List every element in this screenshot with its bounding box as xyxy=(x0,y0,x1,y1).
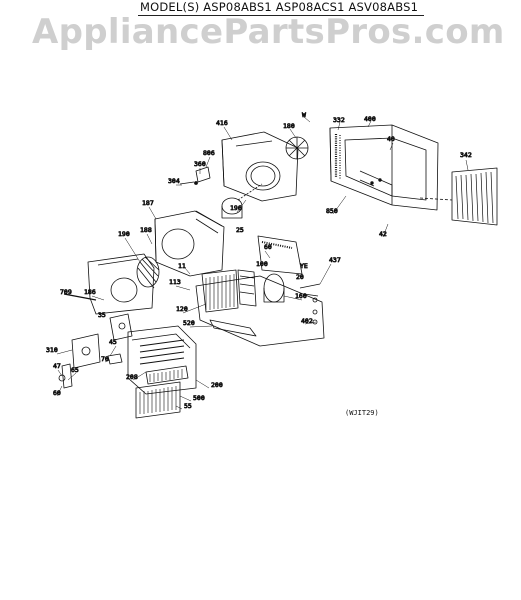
callout-160: 160 xyxy=(295,292,307,300)
fan-motor-25 xyxy=(221,183,263,219)
callout-47: 47 xyxy=(53,362,61,370)
callout-55: 55 xyxy=(184,402,192,410)
callout-190: 190 xyxy=(118,230,130,238)
callout-70: 70 xyxy=(101,355,109,363)
callout-11: 11 xyxy=(178,262,186,270)
callout-520: 520 xyxy=(183,319,195,327)
callout-416: 416 xyxy=(216,119,228,127)
callout-42: 42 xyxy=(379,230,387,238)
callout-180: 180 xyxy=(283,122,295,130)
callout-304: 304 xyxy=(168,177,180,185)
rear-grille-342 xyxy=(419,167,498,226)
callout-20: 20 xyxy=(296,273,304,281)
callout-60: 60 xyxy=(53,389,61,397)
callout-65: 65 xyxy=(71,366,79,374)
leader-lines xyxy=(56,116,469,410)
part-callouts: W 332 400 416 180 40 342 806 360 304 187 196 850 25 42… xyxy=(46,111,473,411)
callout-25: 25 xyxy=(236,226,244,234)
condenser-fan-180 xyxy=(285,136,309,160)
callout-709: 709 xyxy=(60,288,72,296)
base-pan-and-compressor xyxy=(195,235,325,347)
callout-YE: YE xyxy=(300,262,308,270)
callout-188: 188 xyxy=(140,226,152,234)
blower-housing-187 xyxy=(154,210,225,277)
callout-310: 310 xyxy=(46,346,58,354)
callout-100: 100 xyxy=(256,260,268,268)
evaporator-coil-120 xyxy=(201,269,239,313)
small-bracket-parts xyxy=(179,166,211,185)
control-panel-parts xyxy=(58,293,133,389)
callout-186: 186 xyxy=(84,288,96,296)
callout-850: 850 xyxy=(326,207,338,215)
callout-342: 342 xyxy=(460,151,472,159)
callout-113: 113 xyxy=(169,278,181,286)
front-grille-200 xyxy=(127,325,197,395)
callout-400: 400 xyxy=(364,115,376,123)
blower-wheel-190 xyxy=(136,256,160,289)
callout-402: 402 xyxy=(301,317,313,325)
filter-500 xyxy=(135,381,181,419)
callout-45: 45 xyxy=(109,338,117,346)
callout-332: 332 xyxy=(333,116,345,124)
callout-806: 806 xyxy=(203,149,215,157)
callout-500: 500 xyxy=(193,394,205,402)
callout-120: 120 xyxy=(176,305,188,313)
callout-40: 40 xyxy=(387,135,395,143)
callout-437: 437 xyxy=(329,256,341,264)
diagram-code: (WJIT29) xyxy=(345,409,379,417)
callout-208: 208 xyxy=(126,373,138,381)
callout-360: 360 xyxy=(194,160,206,168)
callout-35: 35 xyxy=(98,311,106,319)
callout-60: 60 xyxy=(264,243,272,251)
cabinet-400 xyxy=(329,124,439,211)
site-watermark: AppliancePartsPros.com xyxy=(32,12,505,52)
model-list-text: MODEL(S) ASP08ABS1 ASP08ACS1 ASV08ABS1 xyxy=(140,0,419,14)
callout-200: 200 xyxy=(211,381,223,389)
callout-187: 187 xyxy=(142,199,154,207)
callout-196: 196 xyxy=(230,204,242,212)
scroll-plate-186 xyxy=(87,253,155,315)
condenser-shroud-196 xyxy=(221,131,299,202)
model-underline xyxy=(138,15,425,16)
model-list: MODEL(S) ASP08ABS1 ASP08ACS1 ASV08ABS1 xyxy=(138,0,425,16)
callout-W: W xyxy=(302,111,306,119)
